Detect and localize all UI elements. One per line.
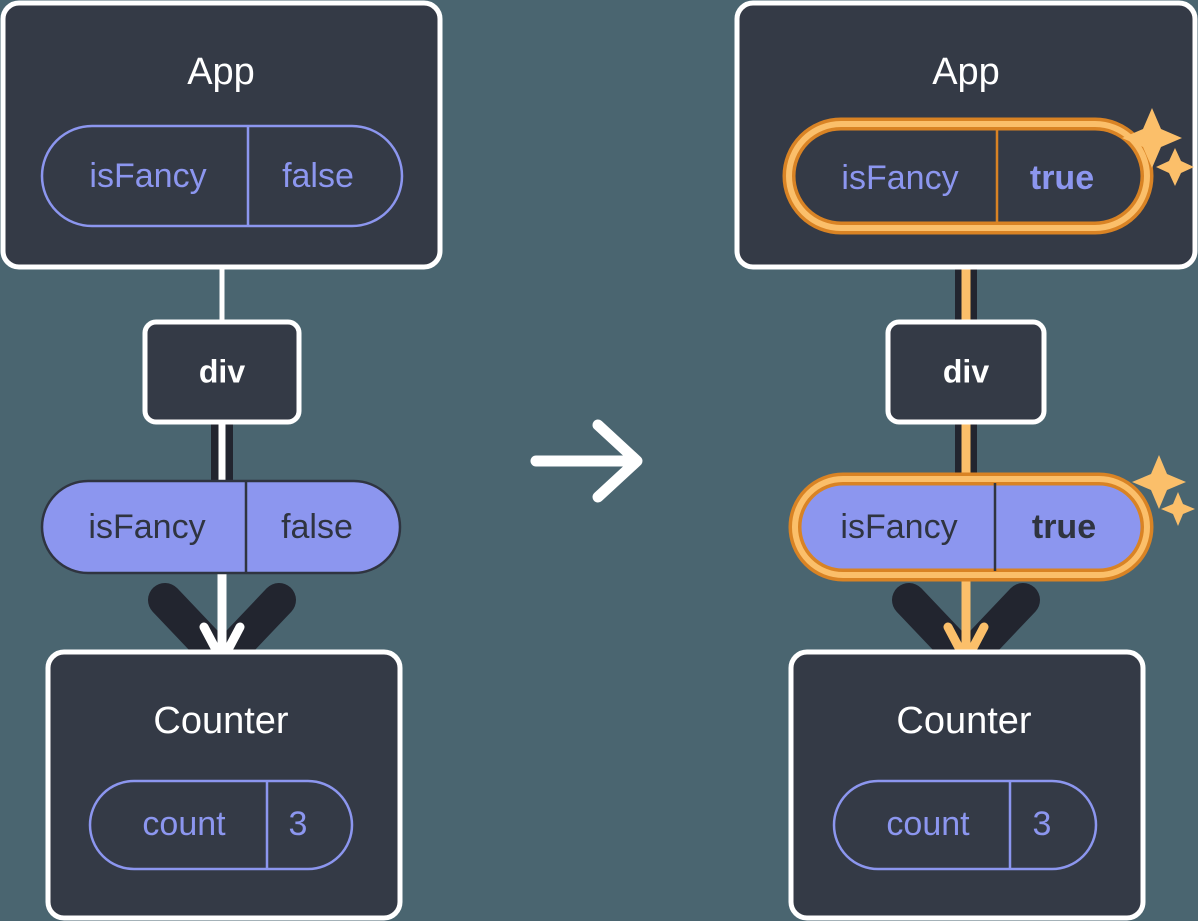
panel-counter-before (45, 649, 403, 921)
panel-title-app-before: App (187, 51, 255, 93)
pill-key-prop-after: isFancy (840, 508, 957, 546)
pill-value-prop-before: false (281, 508, 353, 546)
box-div-before (142, 319, 302, 425)
panel-counter-after (788, 649, 1146, 921)
pill-key-app-before: isFancy (89, 157, 206, 195)
pill-value-app-after: true (1030, 159, 1094, 197)
pill-prop-after-inner-ring[interactable] (792, 476, 1150, 578)
pill-counter-state-before[interactable] (88, 779, 354, 871)
pill-value-counter-after: 3 (1033, 805, 1052, 843)
sparkle-icon-prop (1132, 455, 1195, 526)
pill-key-prop-before: isFancy (88, 508, 205, 546)
panel-title-counter-after: Counter (896, 700, 1032, 742)
arrow-right-icon (530, 419, 643, 503)
box-label-div-after: div (943, 353, 989, 389)
pill-value-counter-before: 3 (289, 805, 308, 843)
panel-title-app-after: App (932, 51, 1000, 93)
pill-key-counter-before: count (142, 805, 226, 843)
pill-counter-state-after[interactable] (832, 779, 1098, 871)
pill-key-app-after: isFancy (841, 159, 958, 197)
panel-app-before (0, 0, 443, 270)
sparkle-icon-app (1122, 108, 1194, 186)
pill-value-prop-after: true (1032, 508, 1096, 546)
panel-title-counter-before: Counter (153, 700, 289, 742)
pill-prop-before[interactable] (40, 479, 402, 575)
panel-app-after (734, 0, 1198, 270)
pill-app-state-after-inner-ring[interactable] (786, 121, 1150, 231)
pill-value-app-before: false (282, 157, 354, 195)
pill-key-counter-after: count (886, 805, 970, 843)
box-label-div-before: div (199, 353, 245, 389)
pill-app-state-before[interactable] (40, 124, 404, 228)
box-div-after (885, 319, 1047, 425)
